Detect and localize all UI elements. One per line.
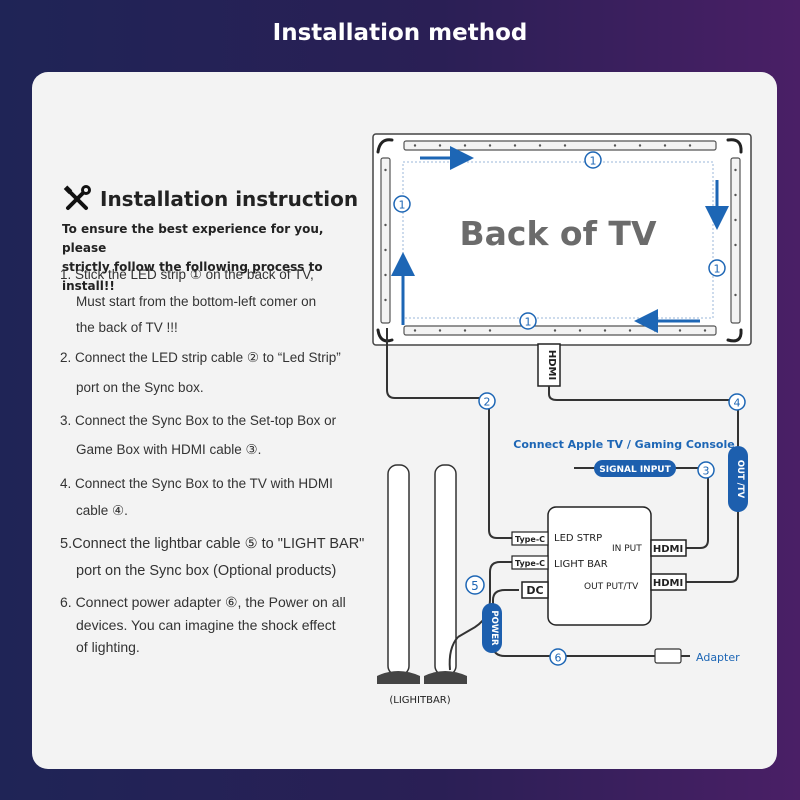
step-text: 6. Connect power adapter ⑥, the Power on… (60, 594, 346, 610)
svg-text:1: 1 (590, 155, 597, 168)
svg-text:4: 4 (734, 397, 741, 410)
hdmi-out-plug: HDMI (650, 573, 687, 591)
step-1: 1. Stick the LED strip ① on the back of … (60, 262, 380, 342)
subtitle-line: strictly follow the following process to… (62, 260, 323, 293)
signal-input-pill: SIGNAL INPUT (594, 460, 676, 477)
port-input-label: IN PUT (612, 544, 642, 554)
tv-label: Back of TV (460, 214, 657, 253)
led-dots (384, 144, 737, 332)
direction-arrows (391, 146, 729, 333)
strip-marker-1: 1 (584, 151, 602, 169)
lightbar-left (377, 464, 420, 684)
port-output-label: OUT PUT/TV (584, 582, 639, 592)
step-text: 5.Connect the lightbar cable ⑤ to "LIGHT… (60, 536, 365, 552)
step-text: Must start from the bottom-left comer on (76, 293, 317, 309)
cable-marker-3: 3 (697, 461, 715, 479)
svg-text:SIGNAL INPUT: SIGNAL INPUT (599, 465, 671, 475)
strip-marker-1: 1 (393, 195, 411, 213)
step-text: cable ④. (76, 502, 128, 518)
tools-icon (63, 185, 91, 210)
step-text: 1. Stick the LED strip ① on the back of … (60, 267, 314, 282)
lightbar-cable (448, 636, 459, 671)
step-text: port on the Sync box (Optional products) (76, 562, 337, 579)
instruction-subtitle: To ensure the best experience for you, p… (62, 220, 362, 296)
instruction-header: Installation instruction (62, 184, 358, 214)
power-adapter (654, 648, 682, 664)
dc-plug: DC (521, 581, 549, 599)
step-6: 6. Connect power adapter ⑥, the Power on… (60, 591, 380, 659)
adapter-label: Adapter (696, 651, 740, 664)
step-text: of lighting. (76, 639, 140, 655)
step-text: 3. Connect the Sync Box to the Set-top B… (60, 413, 337, 428)
cable-marker-4: 4 (728, 393, 746, 411)
hdmi-in-plug: HDMI (650, 539, 687, 557)
connect-label: Connect Apple TV / Gaming Console (513, 438, 734, 451)
subtitle-line: To ensure the best experience for you, p… (62, 222, 324, 255)
step-text: the back of TV !!! (76, 320, 178, 335)
step-4: 4. Connect the Sync Box to the TV with H… (60, 471, 380, 524)
svg-text:1: 1 (714, 263, 721, 276)
out-tv-pill: OUT /TV (728, 446, 748, 512)
svg-text:DC: DC (526, 584, 543, 597)
step-5: 5.Connect the lightbar cable ⑤ to "LIGHT… (60, 531, 380, 584)
tv-hdmi-plug: HDMI (537, 343, 561, 387)
step-text: 4. Connect the Sync Box to the TV with H… (60, 476, 333, 491)
type-c-plug-2: Type-C (511, 555, 549, 570)
lightbar-right (424, 464, 467, 684)
cable-marker-5: 5 (465, 575, 485, 595)
step-text: 2. Connect the LED strip cable ② to “Led… (60, 350, 341, 365)
step-text: port on the Sync box. (76, 379, 204, 395)
tv-back (372, 133, 752, 346)
instruction-title: Installation instruction (100, 187, 359, 211)
step-text: Game Box with HDMI cable ③. (76, 441, 262, 457)
svg-text:3: 3 (703, 465, 710, 478)
port-light-bar: LIGHT BAR (554, 559, 608, 570)
svg-text:Type-C: Type-C (515, 559, 545, 568)
step-3: 3. Connect the Sync Box to the Set-top B… (60, 408, 380, 463)
page-title: Installation method (272, 20, 528, 46)
strip-marker-1: 1 (519, 312, 537, 330)
port-led-strip: LED STRP (554, 533, 602, 544)
svg-text:5: 5 (471, 579, 479, 593)
svg-text:HDMI: HDMI (653, 578, 683, 589)
cable-marker-2: 2 (478, 392, 496, 410)
step-text: devices. You can imagine the shock effec… (76, 616, 336, 633)
svg-text:OUT /TV: OUT /TV (735, 460, 745, 499)
svg-text:6: 6 (555, 652, 562, 665)
strip-marker-1: 1 (708, 259, 726, 277)
svg-text:HDMI: HDMI (653, 544, 683, 555)
svg-text:POWER: POWER (489, 610, 499, 646)
sync-box: LED STRP LIGHT BAR IN PUT OUT PUT/TV (547, 506, 652, 626)
lightbar-label: (LIGHITBAR) (389, 695, 450, 706)
svg-text:1: 1 (399, 199, 406, 212)
cable-marker-6: 6 (549, 648, 567, 666)
corner-connectors (376, 138, 743, 343)
svg-text:1: 1 (525, 316, 532, 329)
svg-text:2: 2 (484, 396, 491, 409)
type-c-plug-1: Type-C (511, 531, 549, 546)
svg-text:HDMI: HDMI (546, 350, 557, 380)
power-pill: POWER (482, 603, 502, 653)
step-2: 2. Connect the LED strip cable ② to “Led… (60, 345, 380, 401)
svg-text:Type-C: Type-C (515, 535, 545, 544)
